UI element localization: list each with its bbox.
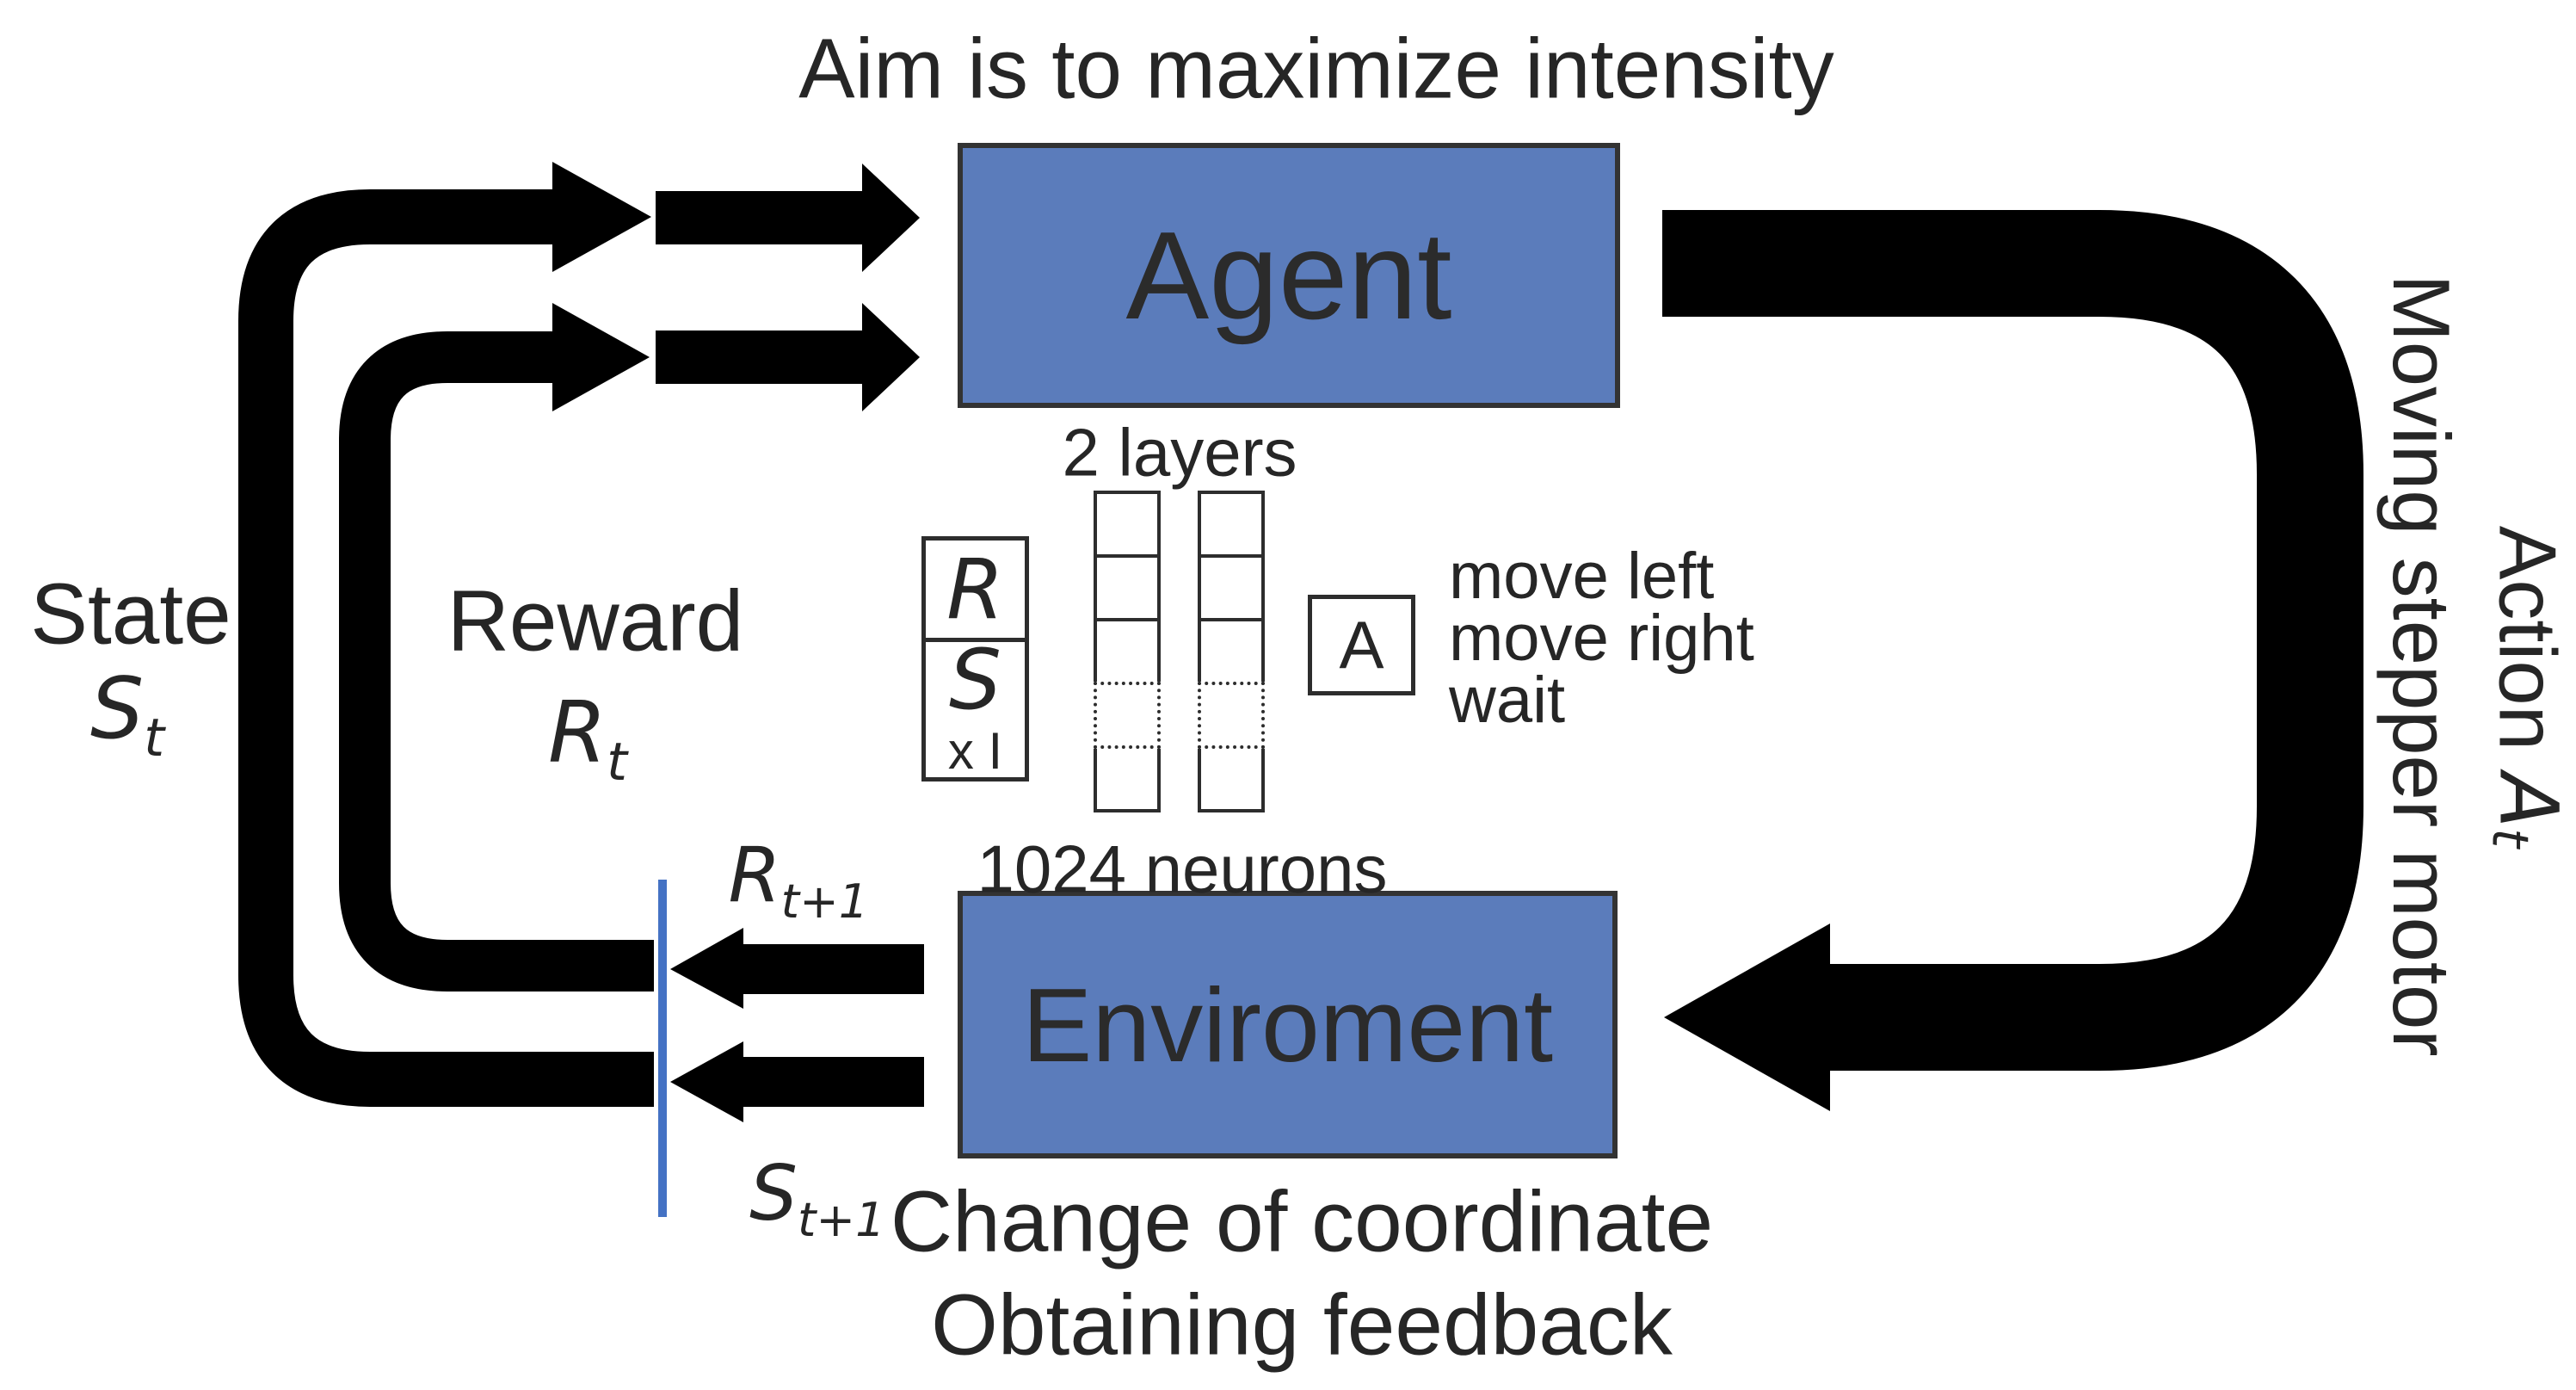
reward-loop-arrow [339, 331, 654, 992]
output-a-box: A [1308, 595, 1415, 695]
env-reward-arrow [670, 928, 924, 1009]
action-option-move-right: move right [1449, 602, 1754, 675]
agent-box: Agent [958, 143, 1620, 408]
state-symbol: St [90, 660, 164, 769]
state-next-symbol: St+1 [749, 1149, 885, 1247]
state-loop-arrowhead [552, 162, 651, 272]
reward-label: Reward [447, 572, 744, 670]
state-to-agent-arrow [656, 164, 920, 272]
action-symbol-sub: t [2480, 828, 2540, 849]
reward-next-sub: t+1 [780, 873, 869, 929]
motor-label: Moving stepper motor [2376, 274, 2467, 1057]
neurons-label: 1024 neurons [977, 831, 1388, 907]
diagram-title: Aim is to maximize intensity [798, 21, 1834, 116]
state-label: State [30, 565, 231, 663]
state-next-sub: t+1 [798, 1191, 885, 1247]
environment-label: Enviroment [1021, 966, 1554, 1084]
reward-symbol: Rt [548, 684, 627, 793]
action-option-wait: wait [1449, 664, 1566, 737]
reward-next-base: R [728, 831, 781, 920]
state-symbol-base: S [89, 660, 145, 759]
action-label: Action At [2481, 526, 2575, 849]
env-state-arrow [670, 1041, 924, 1122]
input-rs-box: R S x I [921, 536, 1029, 781]
output-a-label: A [1339, 607, 1384, 683]
reward-next-symbol: Rt+1 [729, 831, 869, 929]
env-caption-line2: Obtaining feedback [931, 1276, 1673, 1374]
reward-symbol-base: R [548, 684, 607, 783]
state-loop-arrow [238, 189, 654, 1107]
environment-box: Enviroment [958, 891, 1618, 1158]
input-s-cell: S x I [926, 632, 1025, 780]
input-xi-label: x I [947, 722, 1003, 780]
input-r-cell: R [926, 541, 1025, 642]
reward-to-agent-arrow [656, 303, 920, 411]
action-options: move left move right wait [1449, 540, 1754, 737]
action-arrowhead [1664, 924, 1830, 1111]
action-label-prefix: Action [2482, 525, 2573, 774]
state-symbol-sub: t [144, 707, 165, 769]
timestep-boundary-line [658, 880, 667, 1217]
state-next-base: S [749, 1149, 798, 1239]
input-r-label: R [946, 541, 1004, 638]
action-option-move-left: move left [1449, 540, 1715, 613]
env-caption-line1: Change of coordinate [890, 1173, 1714, 1270]
agent-label: Agent [1125, 205, 1452, 345]
action-symbol-base: A [2480, 773, 2575, 829]
reward-symbol-sub: t [607, 732, 627, 793]
layers-label: 2 layers [1062, 414, 1297, 491]
action-arrow [1662, 210, 2363, 1071]
input-s-label: S [949, 632, 1001, 728]
reward-loop-arrowhead [552, 303, 650, 411]
